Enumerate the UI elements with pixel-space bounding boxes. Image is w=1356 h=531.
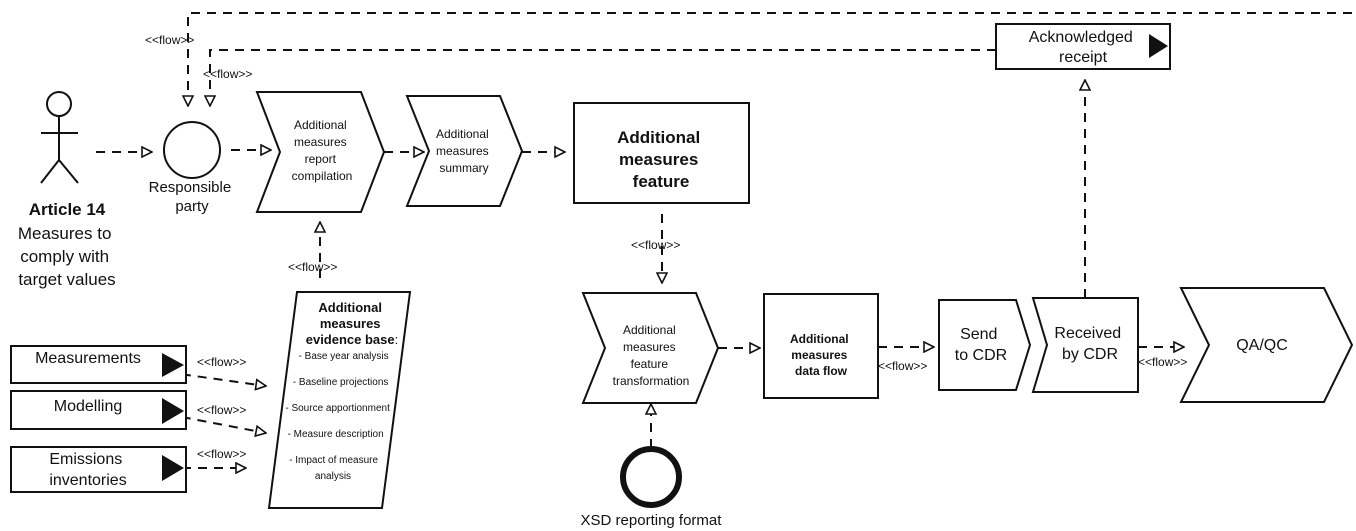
- evidence-base-parallelogram: [267, 291, 412, 509]
- summary-chevron: [405, 95, 524, 207]
- connector-top-loop: [188, 12, 1352, 106]
- flow-label-feature: <<flow>>: [631, 238, 680, 252]
- actor-title: Article 14: [29, 200, 106, 219]
- feature-box: [573, 102, 750, 204]
- measurements-label: Measurements: [35, 350, 141, 367]
- measurements-box: Measurements: [10, 345, 187, 384]
- acknowledged-receipt-box: Acknowledged receipt: [995, 23, 1171, 70]
- flow-label-qa: <<flow>>: [1138, 355, 1187, 369]
- actor-line-2: comply with: [20, 247, 109, 266]
- feature-label: Additional measures feature: [617, 128, 705, 191]
- send-to-cdr-chevron: [938, 299, 1032, 391]
- modelling-label: Modelling: [54, 398, 122, 415]
- actor-stick-figure: [40, 91, 79, 184]
- report-compilation-chevron: [255, 91, 386, 213]
- responsible-party-label: Responsible party: [149, 179, 236, 215]
- feature-transformation-chevron: [581, 292, 720, 404]
- flow-label-measurements: <<flow>>: [197, 355, 246, 369]
- received-by-cdr-label: Received by CDR: [1054, 325, 1125, 363]
- evidence-base-title: Additional measures evidence base:: [306, 300, 399, 347]
- responsible-party-circle: [163, 121, 221, 179]
- summary-label: Additional measures summary: [436, 127, 492, 175]
- xsd-format-circle: [620, 446, 682, 508]
- flow-label-ack: <<flow>>: [203, 67, 252, 81]
- actor-head: [46, 91, 72, 117]
- flow-label-evidence: <<flow>>: [288, 260, 337, 274]
- flow-labels: <<flow>> <<flow>> <<flow>> <<flow>> <<fl…: [145, 33, 1187, 461]
- actor-line-3: target values: [18, 270, 115, 289]
- qa-qc-chevron: [1179, 287, 1354, 403]
- evidence-base-items: - Base year analysis - Baseline projecti…: [285, 351, 392, 482]
- flow-label-emissions: <<flow>>: [197, 447, 246, 461]
- emissions-box: Emissions inventories: [10, 446, 187, 493]
- feature-transformation-label: Additional measures feature transformati…: [613, 323, 690, 388]
- qa-qc-label: QA/QC: [1236, 337, 1288, 354]
- actor-line-1: Measures to: [18, 224, 112, 243]
- report-compilation-label: Additional measures report compilation: [292, 118, 353, 183]
- connector-ack-to-party: [210, 49, 996, 106]
- acknowledged-receipt-label: Acknowledged receipt: [1029, 29, 1138, 66]
- data-flow-label: Additional measures data flow: [790, 332, 852, 378]
- xsd-format-label: XSD reporting format: [581, 512, 723, 529]
- modelling-box: Modelling: [10, 390, 187, 430]
- flow-label-top: <<flow>>: [145, 33, 194, 47]
- flow-label-modelling: <<flow>>: [197, 403, 246, 417]
- emissions-label: Emissions inventories: [49, 451, 126, 489]
- actor-description: Measures to comply with target values: [18, 224, 116, 289]
- data-flow-box: [763, 293, 879, 399]
- received-by-cdr-chevron: [1031, 297, 1139, 393]
- send-to-cdr-label: Send to CDR: [955, 326, 1007, 364]
- flow-label-dataflow: <<flow>>: [878, 359, 927, 373]
